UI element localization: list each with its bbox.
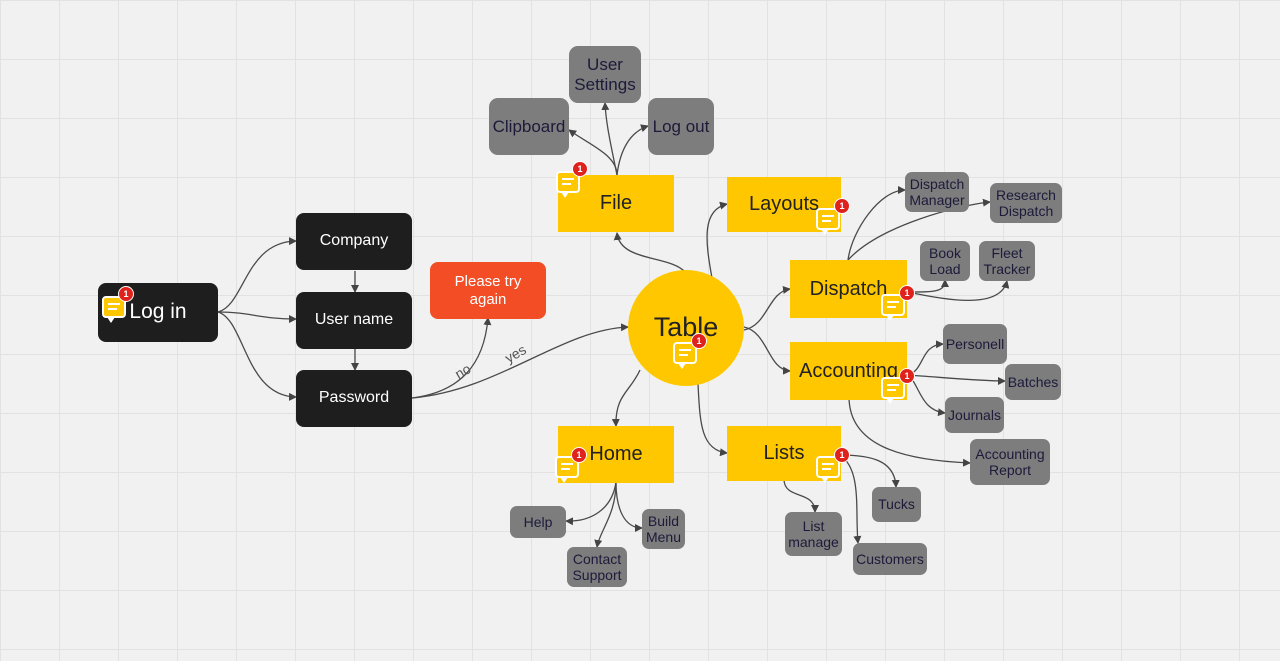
node-log-out-label: Log out (652, 116, 710, 136)
comment-icon[interactable] (102, 296, 126, 323)
node-customers[interactable]: Customers (853, 543, 927, 575)
node-contact-support-label: Contact Support (572, 550, 622, 583)
edge-dispatch-dispatchmgr (847, 186, 906, 261)
node-layouts-label: Layouts (748, 193, 820, 215)
node-company[interactable]: Company (296, 213, 412, 270)
edge-file-usersettings (601, 102, 618, 176)
comment-icon[interactable] (816, 456, 840, 483)
comment-count-badge: 1 (899, 285, 915, 301)
node-password[interactable]: Password (296, 370, 412, 427)
node-file-label: File (599, 192, 633, 214)
comment-icon[interactable] (673, 342, 697, 369)
edge-file-logout (616, 124, 649, 176)
edge-table-file (613, 232, 686, 273)
node-company-label: Company (319, 232, 389, 250)
node-help-label: Help (523, 513, 553, 530)
comment-count-badge: 1 (691, 333, 707, 349)
edge-table-layouts (706, 201, 728, 279)
node-journals[interactable]: Journals (945, 397, 1004, 433)
node-clipboard-label: Clipboard (492, 116, 566, 136)
node-accounting-report-label: Accounting Report (975, 445, 1045, 478)
comment-icon[interactable] (881, 377, 905, 404)
node-batches[interactable]: Batches (1005, 364, 1061, 400)
edge-table-home (611, 369, 641, 427)
node-journals-label: Journals (948, 406, 1001, 423)
node-build-menu-label: Build Menu (645, 512, 682, 545)
edge-login-username (217, 311, 297, 323)
edge-lists-customers (839, 454, 862, 544)
comment-count-badge: 1 (572, 161, 588, 177)
node-log-out[interactable]: Log out (648, 98, 714, 155)
comment-count-badge: 1 (834, 198, 850, 214)
edge-home-help (565, 481, 617, 526)
edge-accounting-journals (907, 374, 946, 417)
edge-home-contact (594, 481, 617, 548)
node-table-label: Table (653, 312, 719, 343)
edge-login-password (217, 311, 297, 401)
edge-dispatch-fleet (907, 280, 1010, 302)
node-build-menu[interactable]: Build Menu (642, 509, 685, 549)
node-list-manage-label: List manage (788, 517, 839, 550)
node-personell[interactable]: Personell (943, 324, 1007, 364)
edge-accounting-batches (907, 374, 1006, 385)
node-accounting-report[interactable]: Accounting Report (970, 439, 1050, 485)
node-personell-label: Personell (945, 335, 1005, 352)
node-contact-support[interactable]: Contact Support (567, 547, 627, 587)
node-book-load[interactable]: Book Load (920, 241, 970, 281)
edge-table-lists (697, 383, 728, 457)
node-list-manage[interactable]: List manage (785, 512, 842, 556)
comment-count-badge: 1 (899, 368, 915, 384)
node-home-label: Home (589, 443, 643, 465)
node-tucks[interactable]: Tucks (872, 487, 921, 522)
node-research-dispatch-label: Research Dispatch (996, 186, 1056, 219)
node-fleet-tracker-label: Fleet Tracker (983, 244, 1031, 277)
comment-icon[interactable] (556, 171, 580, 198)
comment-count-badge: 1 (834, 447, 850, 463)
comment-icon[interactable] (881, 294, 905, 321)
edge-accounting-report (848, 397, 971, 467)
edge-password-table (411, 323, 629, 399)
node-please-try-again[interactable]: Please try again (430, 262, 546, 319)
node-book-load-label: Book Load (929, 244, 961, 277)
node-research-dispatch[interactable]: Research Dispatch (990, 183, 1062, 223)
node-clipboard[interactable]: Clipboard (489, 98, 569, 155)
node-table[interactable]: Table (628, 270, 744, 386)
node-tucks-label: Tucks (878, 496, 915, 513)
node-user-settings[interactable]: User Settings (569, 46, 641, 103)
node-dispatch-manager-label: Dispatch Manager (909, 175, 965, 208)
node-user-settings-label: User Settings (574, 54, 636, 94)
comment-icon[interactable] (816, 208, 840, 235)
edge-home-buildmenu (615, 481, 643, 532)
edge-password-tryagain (411, 317, 492, 399)
node-lists[interactable]: Lists (727, 426, 841, 481)
comment-count-badge: 1 (118, 286, 134, 302)
node-user-name-label: User name (314, 311, 394, 329)
node-password-label: Password (318, 389, 390, 407)
node-customers-label: Customers (856, 550, 924, 567)
node-accounting-label: Accounting (799, 359, 898, 382)
edge-dispatch-research (847, 198, 991, 261)
edge-lists-listmanage (783, 479, 819, 513)
node-log-in-label: Log in (129, 300, 187, 324)
edge-login-company (217, 237, 297, 313)
edge-table-dispatch (743, 285, 791, 331)
node-lists-label: Lists (763, 442, 805, 464)
node-dispatch-manager[interactable]: Dispatch Manager (905, 172, 969, 212)
node-user-name[interactable]: User name (296, 292, 412, 349)
comment-icon[interactable] (555, 456, 579, 483)
edge-table-accounting (743, 326, 791, 375)
node-fleet-tracker[interactable]: Fleet Tracker (979, 241, 1035, 281)
node-help[interactable]: Help (510, 506, 566, 538)
node-please-try-again-label: Please try again (454, 273, 522, 308)
node-batches-label: Batches (1007, 373, 1059, 390)
node-dispatch-label: Dispatch (809, 277, 888, 300)
comment-count-badge: 1 (571, 447, 587, 463)
